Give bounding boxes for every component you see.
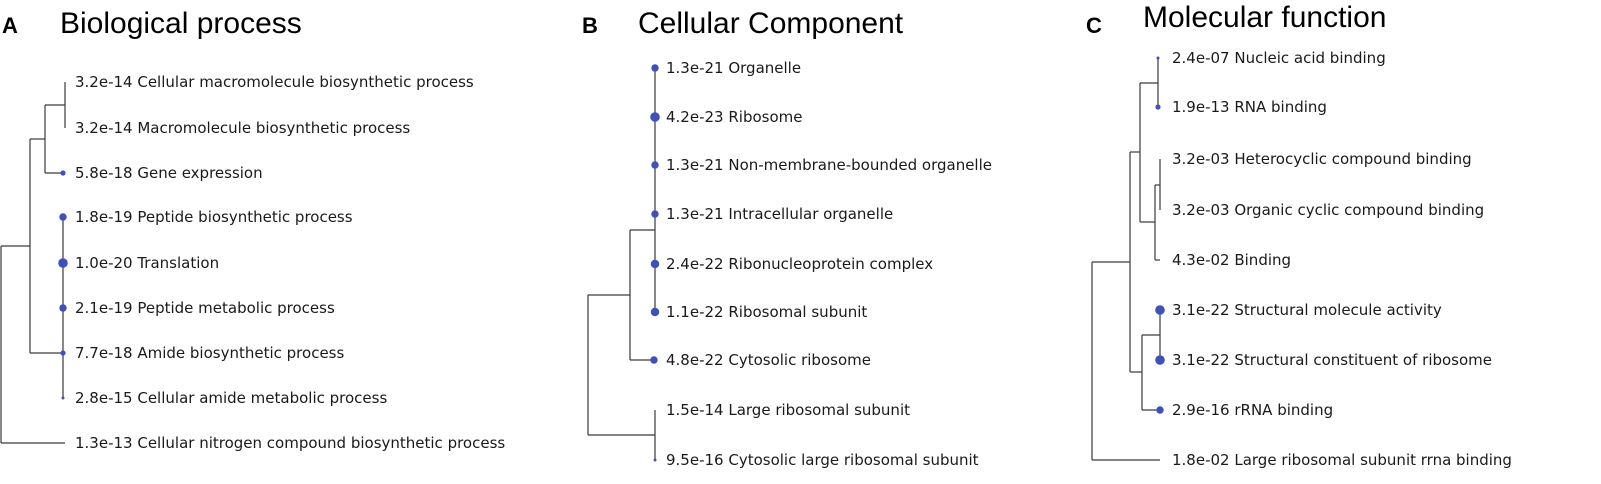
pvalue-marker (1155, 305, 1165, 315)
panel-molecular-function: C Molecular function 2.4e-07 Nucleic aci… (1086, 1, 1512, 469)
pvalue-marker (1156, 56, 1160, 60)
leaf-label: 1.9e-13 RNA binding (1172, 98, 1327, 116)
pvalue-marker (60, 170, 66, 176)
pvalue-marker (60, 350, 66, 356)
pvalue-marker (650, 259, 660, 269)
pvalue-marker (651, 161, 659, 169)
pvalue-marker (1156, 406, 1164, 414)
leaf-label: 1.3e-21 Intracellular organelle (666, 205, 893, 223)
pvalue-marker (651, 210, 659, 218)
leaf-label: 2.4e-22 Ribonucleoprotein complex (666, 255, 933, 273)
leaf-label: 2.8e-15 Cellular amide metabolic process (75, 389, 387, 407)
leaf-label: 5.8e-18 Gene expression (75, 164, 263, 182)
dendrogram (587, 68, 656, 460)
leaf-labels: 2.4e-07 Nucleic acid binding 1.9e-13 RNA … (1172, 49, 1512, 469)
leaf-label: 2.9e-16 rRNA binding (1172, 401, 1333, 419)
leaf-label: 4.3e-02 Binding (1172, 251, 1291, 269)
panel-biological-process: A Biological process 3.2e-14 Cellular ma… (0, 7, 505, 452)
leaf-label: 3.2e-14 Cellular macromolecule biosynthe… (75, 73, 474, 91)
leaf-label: 1.0e-20 Translation (75, 254, 219, 272)
leaf-label: 4.2e-23 Ribosome (666, 108, 802, 126)
leaf-label: 1.3e-13 Cellular nitrogen compound biosy… (75, 434, 505, 452)
panel-letter: B (582, 13, 598, 38)
leaf-label: 3.2e-03 Organic cyclic compound binding (1172, 201, 1484, 219)
leaf-label: 1.3e-21 Non-membrane-bounded organelle (666, 156, 992, 174)
leaf-label: 9.5e-16 Cytosolic large ribosomal subuni… (666, 451, 979, 469)
dendrogram (0, 82, 66, 444)
panel-title: Molecular function (1143, 1, 1386, 34)
leaf-label: 7.7e-18 Amide biosynthetic process (75, 344, 344, 362)
panel-title: Cellular Component (638, 7, 904, 40)
dendrogram (1091, 58, 1161, 461)
pvalue-marker (650, 307, 660, 317)
pvalue-marker (1155, 355, 1165, 365)
pvalue-marker (651, 64, 659, 72)
pvalue-marker (650, 356, 658, 364)
pvalue-marker (1155, 104, 1161, 110)
pvalue-markers (650, 64, 660, 462)
leaf-label: 4.8e-22 Cytosolic ribosome (666, 351, 871, 369)
pvalue-marker (58, 258, 68, 268)
pvalue-markers (1155, 56, 1165, 414)
panel-letter: C (1086, 13, 1102, 38)
pvalue-marker (61, 396, 65, 400)
leaf-label: 3.2e-14 Macromolecule biosynthetic proce… (75, 119, 410, 137)
leaf-labels: 3.2e-14 Cellular macromolecule biosynthe… (75, 73, 505, 452)
leaf-label: 1.8e-19 Peptide biosynthetic process (75, 208, 353, 226)
pvalue-markers (58, 170, 68, 400)
leaf-label: 1.3e-21 Organelle (666, 59, 801, 77)
pvalue-marker (650, 112, 660, 122)
leaf-label: 3.1e-22 Structural constituent of riboso… (1172, 351, 1492, 369)
panel-title: Biological process (60, 7, 302, 40)
panel-cellular-component: B Cellular Component 1.3e-21 Organelle 4.… (582, 7, 992, 469)
leaf-label: 1.5e-14 Large ribosomal subunit (666, 401, 910, 419)
leaf-label: 3.2e-03 Heterocyclic compound binding (1172, 150, 1472, 168)
leaf-label: 1.1e-22 Ribosomal subunit (666, 303, 867, 321)
leaf-label: 3.1e-22 Structural molecule activity (1172, 301, 1442, 319)
pvalue-marker (59, 213, 67, 221)
panel-letter: A (2, 13, 18, 38)
leaf-label: 2.1e-19 Peptide metabolic process (75, 299, 335, 317)
leaf-label: 2.4e-07 Nucleic acid binding (1172, 49, 1386, 67)
pvalue-marker (59, 304, 67, 312)
leaf-label: 1.8e-02 Large ribosomal subunit rrna bin… (1172, 451, 1512, 469)
leaf-labels: 1.3e-21 Organelle 4.2e-23 Ribosome 1.3e-21… (666, 59, 992, 469)
pvalue-marker (653, 458, 657, 462)
